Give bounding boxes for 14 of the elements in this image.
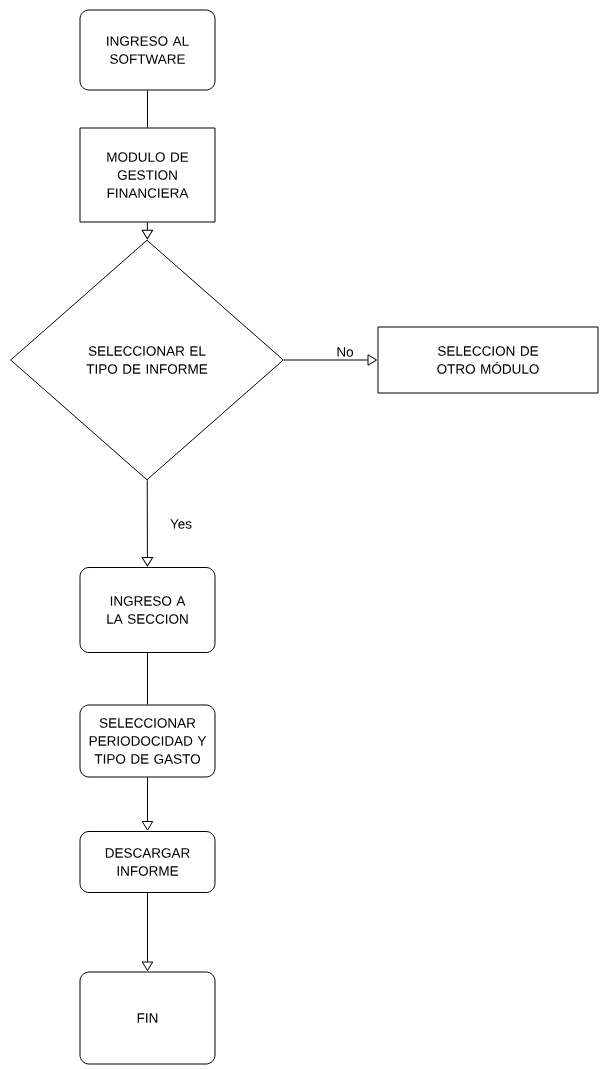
- process-box: DESCARGAR INFORME: [79, 831, 216, 893]
- process-box: INGRESO AL SOFTWARE: [79, 9, 216, 91]
- process-box: SELECCION DE OTRO MÓDULO: [377, 326, 599, 394]
- edge-label: No: [335, 346, 355, 358]
- arrow: [283, 354, 377, 366]
- arrow: [141, 892, 154, 972]
- arrow: [141, 222, 154, 240]
- process-box: INGRESO A LA SECCION: [79, 567, 216, 653]
- process-box: SELECCIONAR PERIODOCIDAD Y TIPO DE GASTO: [79, 704, 216, 778]
- arrow: [141, 479, 154, 567]
- process-box: MODULO DE GESTION FINANCIERA: [79, 127, 216, 223]
- process-box: FIN: [79, 971, 216, 1065]
- arrow: [141, 777, 154, 831]
- edge-label: Yes: [169, 518, 193, 530]
